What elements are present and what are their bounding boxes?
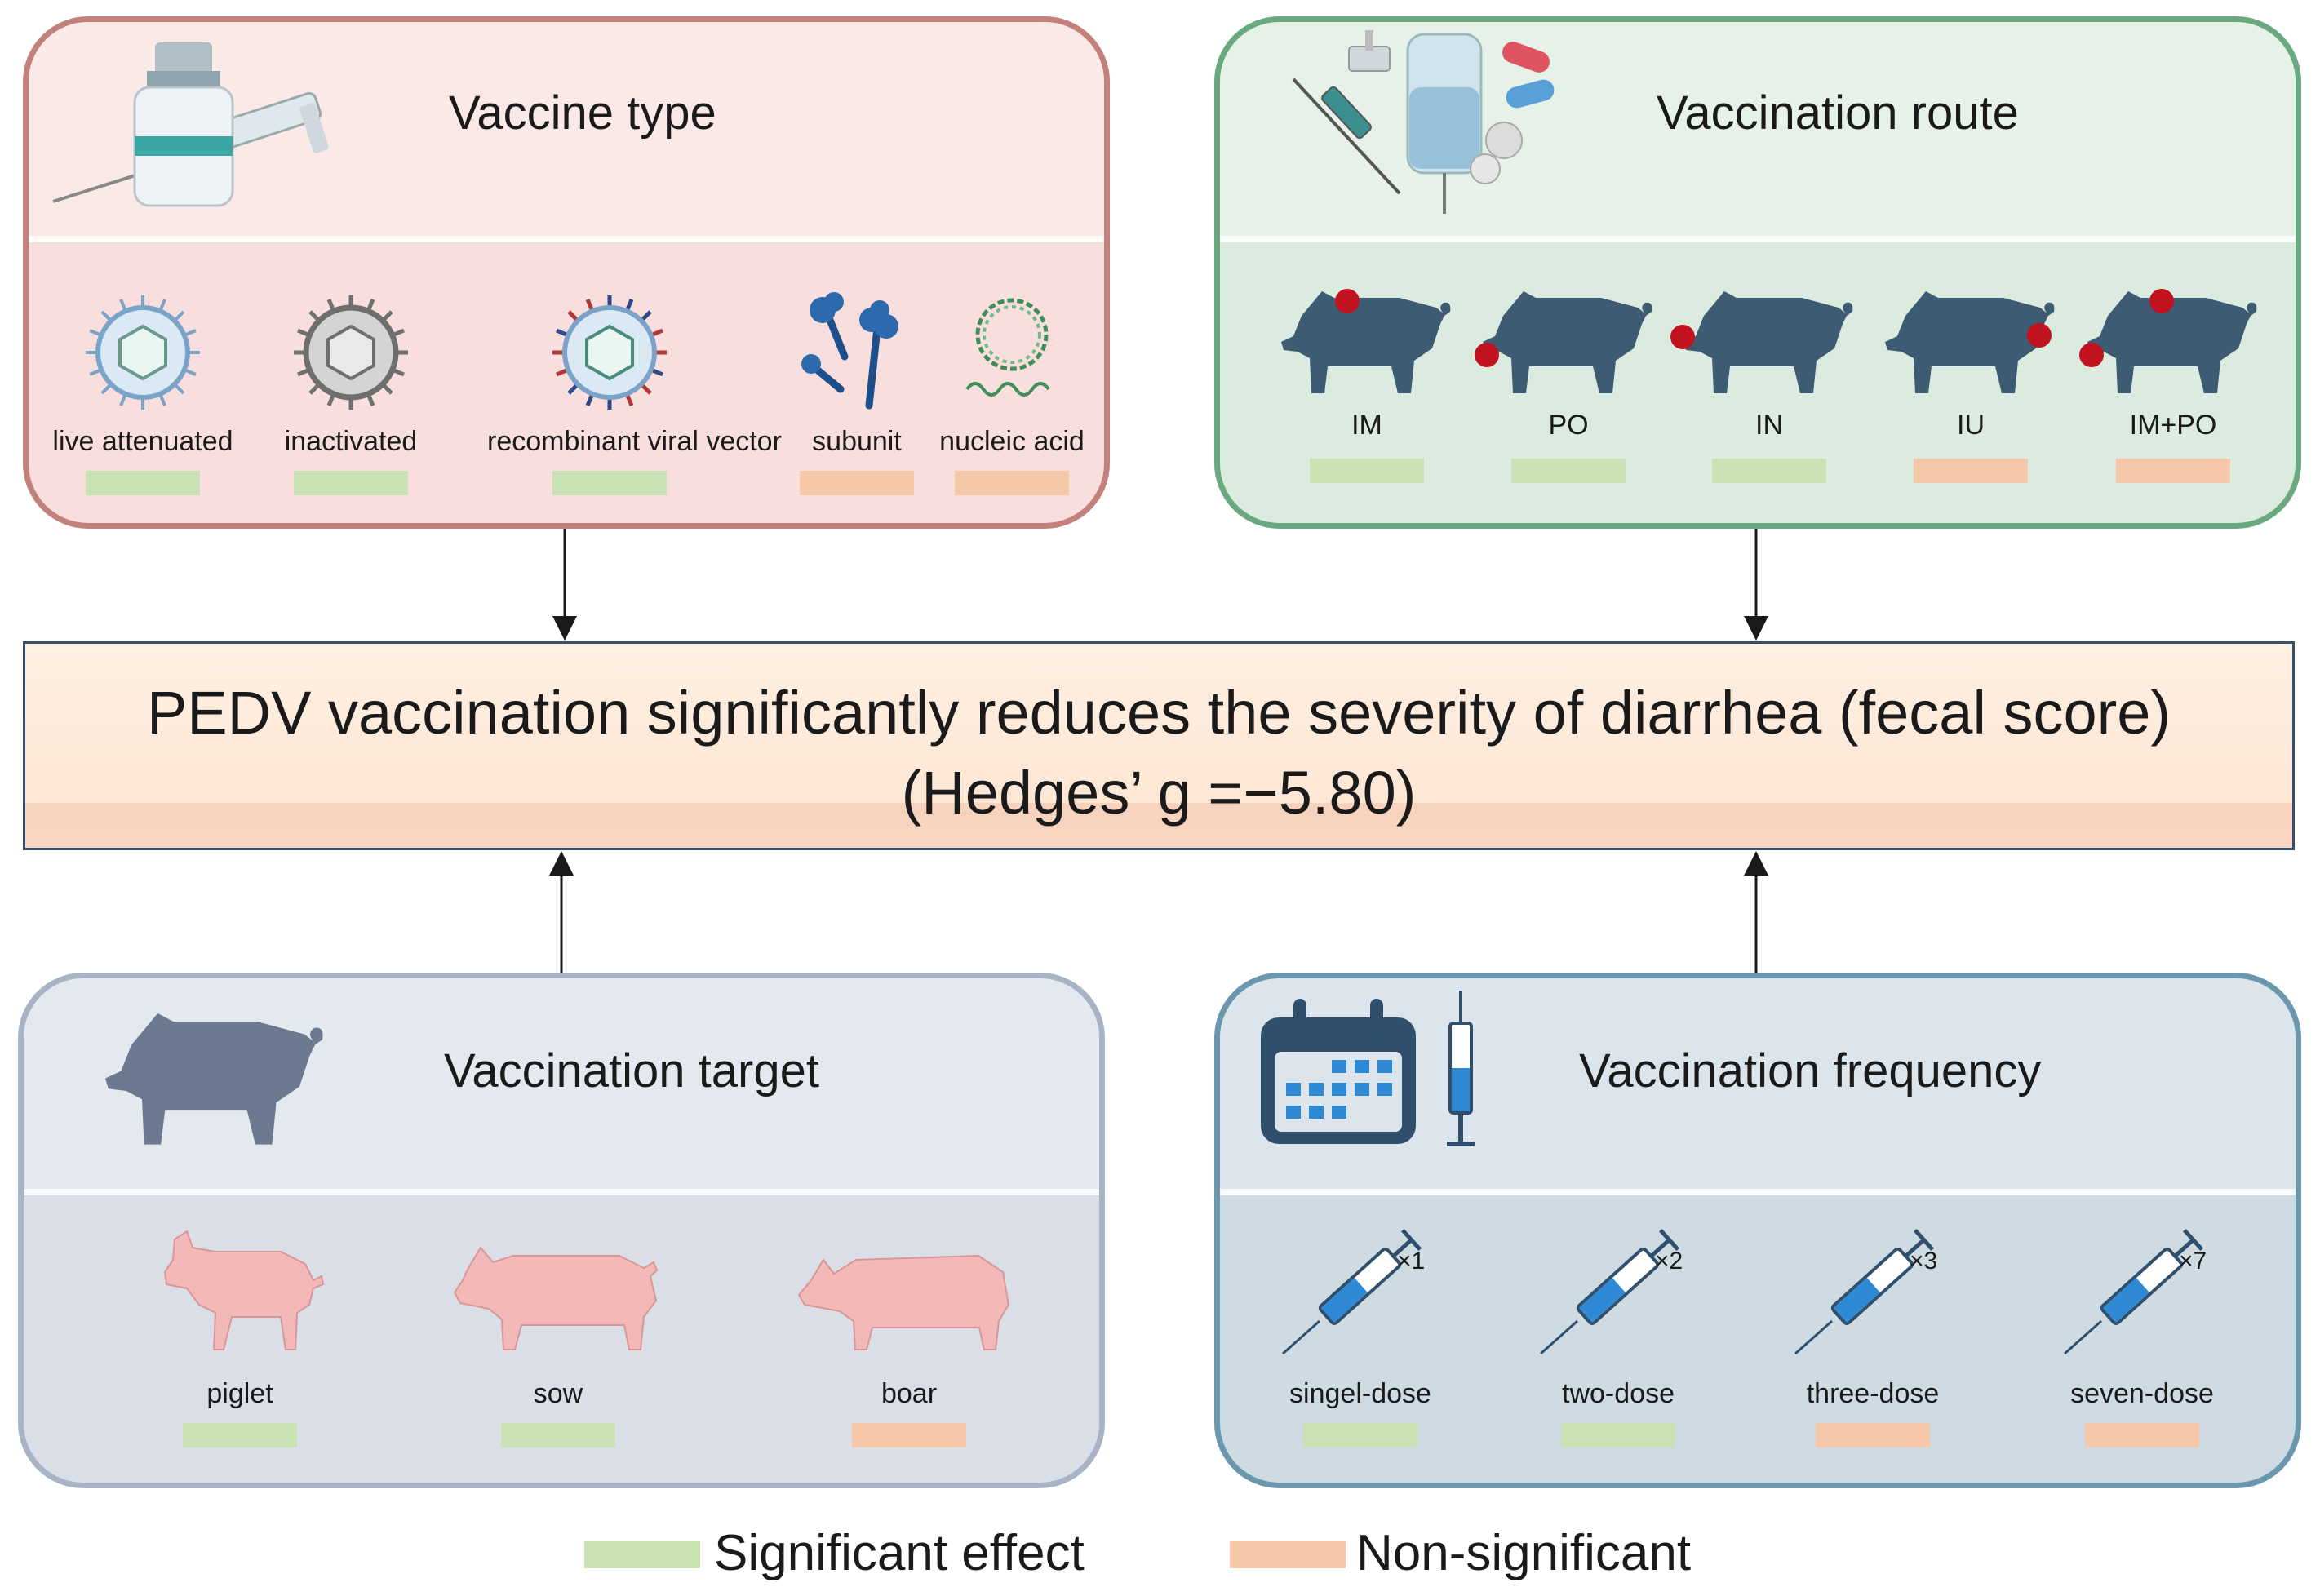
virus-recombinant-icon	[552, 295, 667, 410]
conclusion-box: PEDV vaccination significantly reduces t…	[23, 641, 2295, 850]
effect-size-text: (Hedges’ g =−5.80)	[901, 759, 1417, 827]
item-label: subunit	[812, 426, 902, 457]
item-label: IM	[1351, 410, 1382, 441]
item-label: PO	[1548, 410, 1589, 441]
medical-routes-icon	[1292, 30, 1555, 214]
legend-swatch-significant	[584, 1541, 700, 1568]
virus-inactivated-icon	[294, 295, 408, 410]
non-significant-bar	[955, 471, 1069, 495]
pig-silhouette-icon	[105, 1013, 323, 1145]
non-significant-bar	[1816, 1423, 1930, 1447]
vaccine-type-panel: Vaccine type live attenuated	[23, 16, 1110, 529]
legend-swatch-non-significant	[1230, 1541, 1346, 1568]
vaccination-route-header	[1220, 22, 2296, 236]
vial-syringe-icon	[52, 42, 329, 207]
vaccination-target-panel: Vaccination target piglet sow boar	[18, 973, 1105, 1488]
dose-multiplier: ×2	[1655, 1248, 1683, 1275]
non-significant-bar	[2116, 459, 2230, 483]
panel-title: Vaccine type	[449, 86, 716, 140]
pig-icon	[1885, 291, 2055, 393]
non-significant-bar	[852, 1423, 966, 1447]
pig-icon	[1475, 291, 1652, 393]
item-label: piglet	[206, 1378, 273, 1409]
dose-multiplier: ×3	[1910, 1248, 1938, 1275]
syringe-icon	[1540, 1228, 1680, 1355]
item-label: sow	[533, 1378, 583, 1409]
item-label: nucleic acid	[939, 426, 1085, 457]
syringe-icon	[2064, 1228, 2204, 1355]
item-label: IN	[1755, 410, 1783, 441]
panel-title: Vaccination target	[444, 1044, 819, 1097]
significant-bar	[294, 471, 408, 495]
item-label: IU	[1957, 410, 1985, 441]
virus-icon	[86, 295, 200, 410]
sow-icon	[453, 1246, 659, 1350]
non-significant-bar	[2085, 1423, 2199, 1447]
significant-bar	[1511, 459, 1626, 483]
conclusion-text: PEDV vaccination significantly reduces t…	[146, 679, 2171, 747]
panel-divider	[1220, 236, 2296, 242]
significant-bar	[552, 471, 667, 495]
non-significant-bar	[1914, 459, 2028, 483]
significant-bar	[1561, 1423, 1675, 1447]
boar-icon	[797, 1254, 1010, 1350]
significant-bar	[1310, 459, 1424, 483]
significant-bar	[86, 471, 200, 495]
panel-title: Vaccination route	[1657, 86, 2019, 140]
dose-multiplier: ×7	[2179, 1248, 2207, 1275]
syringe-icon	[1282, 1228, 1422, 1355]
item-label: live attenuated	[52, 426, 233, 457]
item-label: three-dose	[1806, 1378, 1940, 1409]
pig-icon	[1281, 289, 1451, 393]
item-label: seven-dose	[2070, 1378, 2214, 1409]
significant-bar	[1712, 459, 1826, 483]
calendar-icon	[1261, 999, 1416, 1144]
pig-icon	[2079, 289, 2257, 393]
panel-title: Vaccination frequency	[1579, 1044, 2042, 1097]
panel-divider	[1220, 1189, 2296, 1195]
legend-label-non-significant: Non-significant	[1356, 1525, 1692, 1581]
piglet-icon	[163, 1230, 325, 1350]
vaccination-frequency-panel: Vaccination frequency ×1 singel-dose ×	[1214, 973, 2301, 1488]
dose-multiplier: ×1	[1397, 1248, 1426, 1275]
item-label: singel-dose	[1289, 1378, 1431, 1409]
legend-label-significant: Significant effect	[714, 1525, 1085, 1581]
item-label: inactivated	[284, 426, 418, 457]
panel-divider	[24, 1189, 1099, 1195]
item-label: IM+PO	[2129, 410, 2217, 441]
nucleic-acid-icon	[965, 298, 1050, 397]
significant-bar	[501, 1423, 615, 1447]
vertical-syringe-icon	[1447, 991, 1475, 1146]
protein-subunit-icon	[801, 292, 898, 410]
item-label: two-dose	[1562, 1378, 1675, 1409]
item-label: boar	[881, 1378, 938, 1409]
panel-divider	[29, 236, 1104, 242]
pig-icon	[1670, 291, 1853, 393]
syringe-icon	[1794, 1228, 1935, 1355]
significant-bar	[183, 1423, 297, 1447]
non-significant-bar	[800, 471, 914, 495]
vaccination-route-panel: Vaccination route IM PO IN IU	[1214, 16, 2301, 529]
significant-bar	[1303, 1423, 1417, 1447]
